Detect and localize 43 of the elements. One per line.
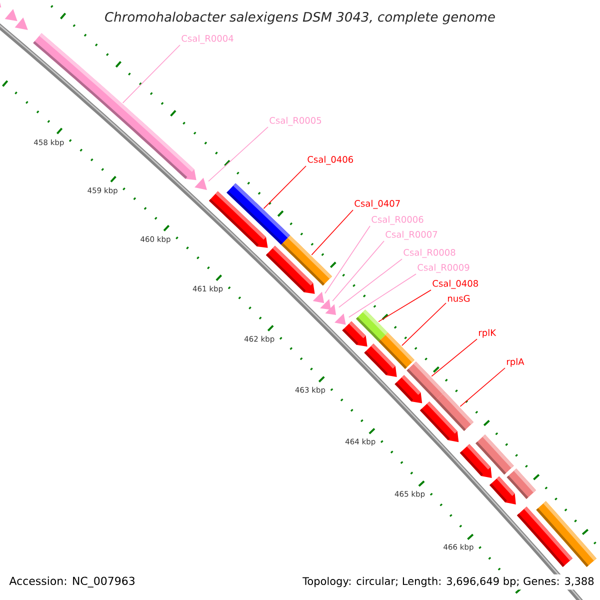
- leader-line: [208, 126, 268, 182]
- gene-label: nusG: [448, 295, 470, 302]
- gene-bar: [356, 310, 388, 342]
- leader-line: [378, 290, 432, 322]
- gene-label: Csal_R0009: [418, 264, 470, 273]
- leader-line: [332, 240, 384, 302]
- gene-label: Csal_0406: [308, 156, 354, 165]
- gene-bar: [406, 362, 445, 401]
- leader-line: [460, 368, 506, 407]
- gene-label: Csal_R0005: [270, 116, 322, 126]
- gene-label: Csal_R0006: [372, 216, 424, 225]
- gene-marker: [194, 178, 207, 190]
- gene-marker: [312, 292, 324, 304]
- leader-line: [431, 338, 478, 377]
- leader-line: [338, 258, 402, 308]
- gene-label: Csal_R0004: [182, 34, 234, 44]
- gene-label: rplK: [479, 329, 496, 338]
- gene-label: Csal_R0007: [386, 230, 438, 240]
- gene-marker: [14, 18, 28, 30]
- gene-marker: [4, 9, 18, 22]
- gene-bar: [281, 235, 332, 286]
- leader-line: [311, 210, 354, 256]
- gene-marker: [325, 304, 336, 315]
- gene-label: Csal_R0008: [404, 248, 456, 258]
- leader-line: [122, 44, 180, 104]
- gene-bar: [506, 468, 536, 499]
- title: Chromohalobacter salexigens DSM 3043, complete genome: [105, 12, 495, 24]
- leader-line: [348, 274, 416, 318]
- accession-label: Accession: NC_007963: [9, 576, 134, 588]
- leader-line: [324, 226, 370, 294]
- gene-bar: [435, 392, 474, 432]
- gene-marker: [320, 299, 331, 310]
- gene-bar: [536, 501, 597, 567]
- gene-label: rplA: [507, 358, 524, 367]
- gene-label: Csal_0408: [432, 280, 478, 289]
- gene-bar: [378, 332, 414, 369]
- leader-line: [263, 166, 306, 209]
- leader-line: [402, 302, 446, 346]
- gene-bar: [476, 434, 514, 475]
- gene-label: Csal_0407: [354, 200, 400, 209]
- gene-bar: [226, 183, 290, 245]
- genome-info-label: Topology: circular; Length: 3,696,649 bp; Genes: 3,388: [300, 574, 597, 590]
- gene-marker: [334, 313, 346, 325]
